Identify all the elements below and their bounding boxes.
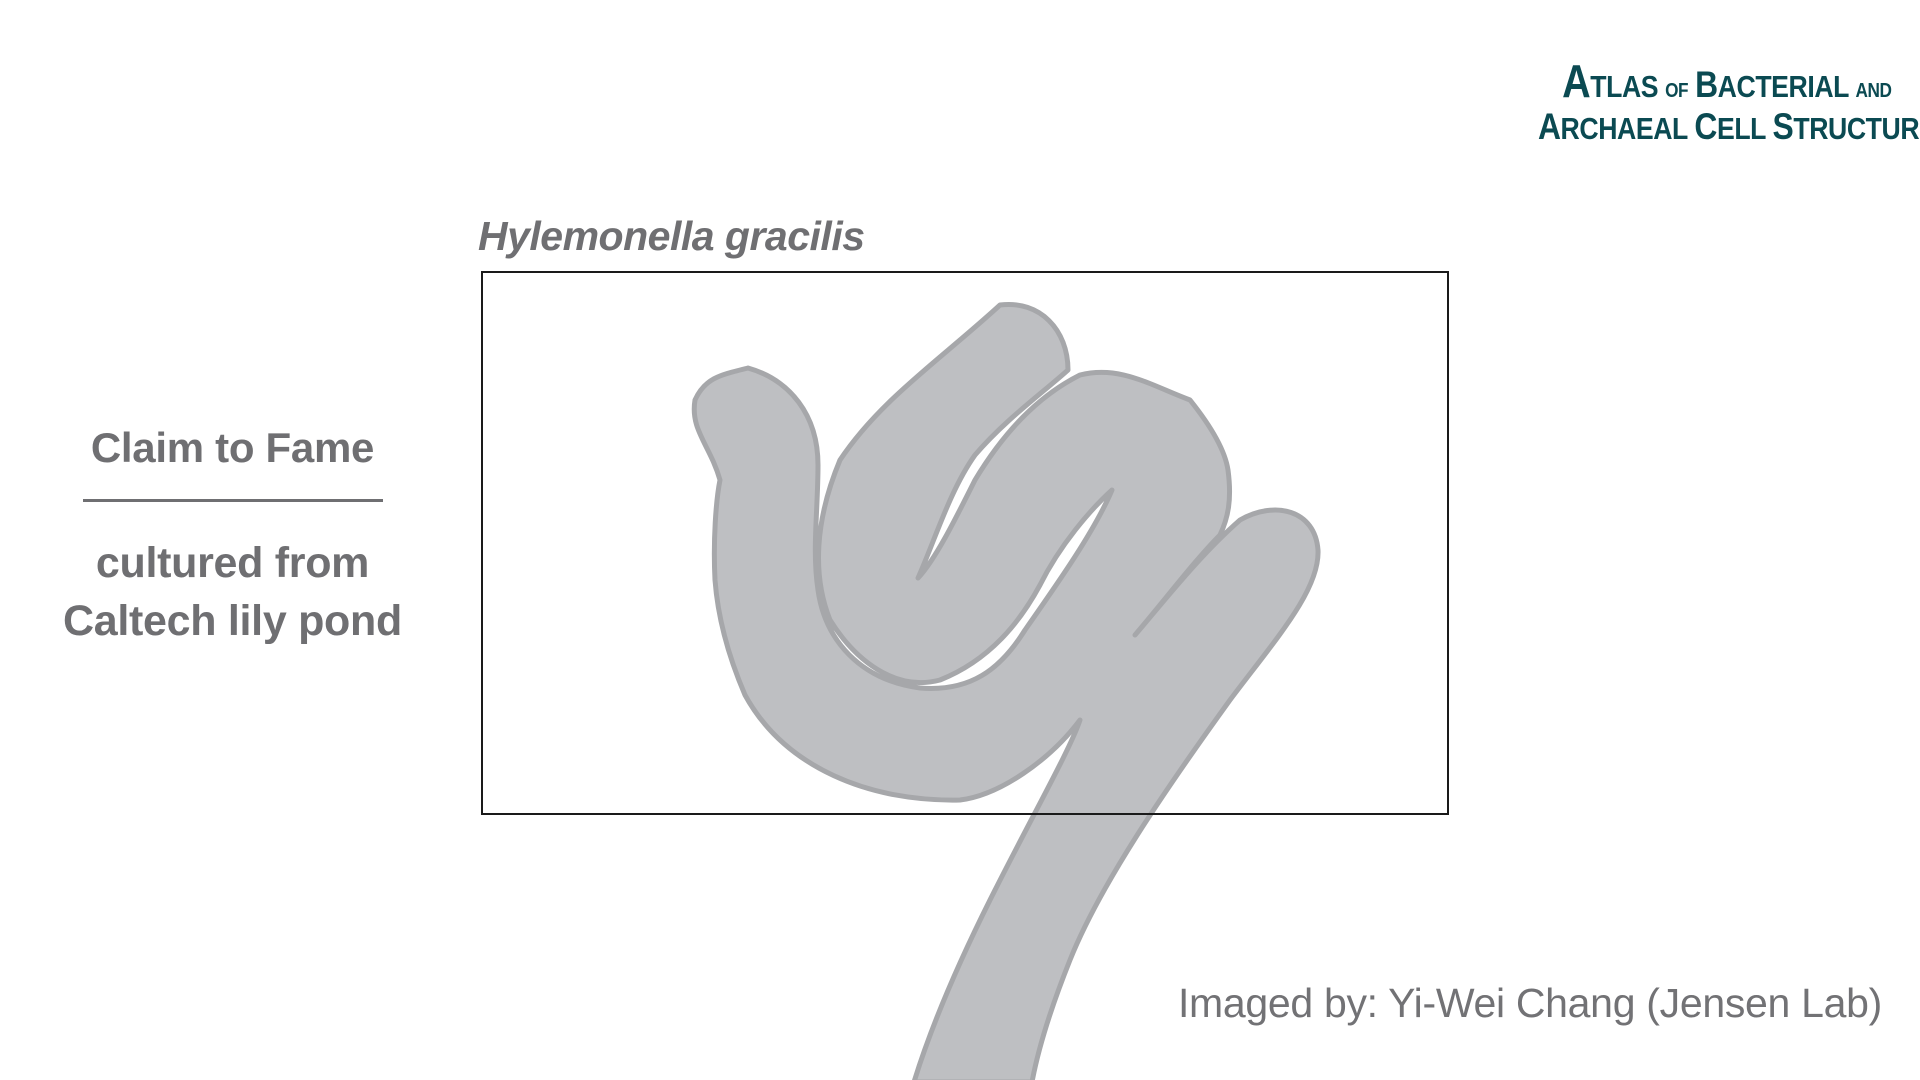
claim-text: cultured from Caltech lily pond <box>40 534 425 650</box>
claim-to-fame-panel: Claim to Fame cultured from Caltech lily… <box>40 424 425 650</box>
claim-heading: Claim to Fame <box>90 424 375 471</box>
atlas-logo: ATLAS OF BACTERIAL AND ARCHAEAL CELL STR… <box>1538 55 1920 147</box>
claim-divider <box>82 499 383 502</box>
species-title: Hylemonella gracilis <box>478 213 865 259</box>
logo-line-2: ARCHAEAL CELL STRUCTURE <box>1538 106 1920 147</box>
claim-line-1: cultured from <box>95 539 370 587</box>
image-frame <box>481 271 1449 815</box>
image-credit: Imaged by: Yi-Wei Chang (Jensen Lab) <box>1177 980 1882 1026</box>
claim-line-2: Caltech lily pond <box>63 597 402 645</box>
cell-body <box>691 301 1321 1080</box>
logo-line-1: ATLAS OF BACTERIAL AND <box>1562 55 1892 107</box>
